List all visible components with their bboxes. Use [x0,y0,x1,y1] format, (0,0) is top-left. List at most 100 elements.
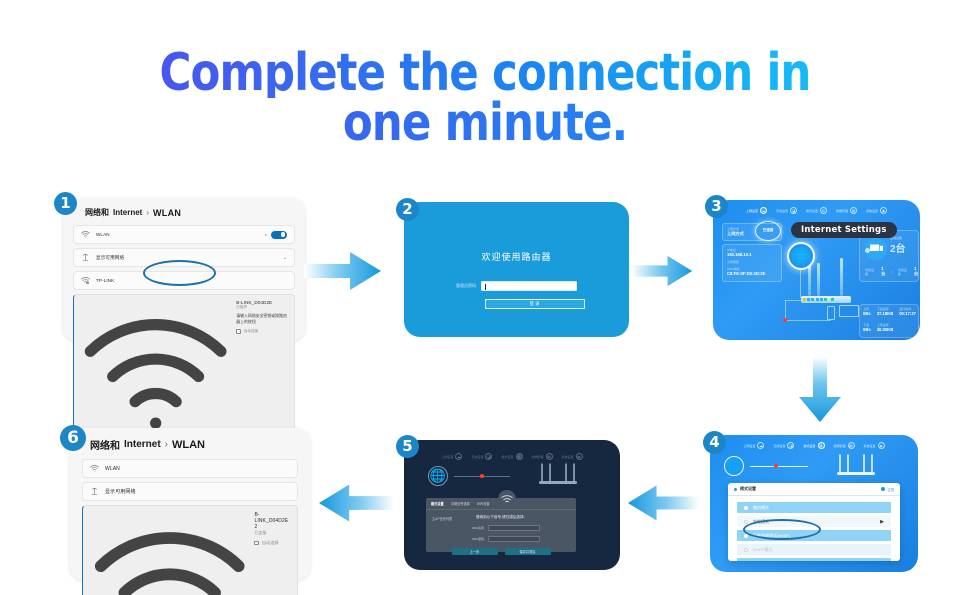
nav-item-mode-settings[interactable]: 模式设置 ⚙ [806,207,827,214]
nav-label: 系统设置 [866,208,879,213]
breadcrumb-prefix: 网络和 [90,441,120,452]
step-badge-2: 2 [396,198,419,221]
gear-icon: ⚙ [515,453,523,460]
nav-item-system-settings[interactable]: 系统设置 ◉ [864,442,885,449]
step-2-card: 欢迎使用路由器 管理员密码 登 录 2 [396,198,629,337]
cloud-icon: ☁ [757,442,765,449]
step-badge-4: 4 [703,431,726,454]
globe-icon[interactable]: 🌐 [787,242,815,270]
signal-icon: ◪ [789,207,797,214]
nav-item-system-settings[interactable]: 系统设置 ◉ [866,207,888,214]
security-key-prompt: 请输入网络安全密钥或按路由器上的按钮 [236,313,287,324]
tab-wifi-settings[interactable]: WiFi设置 [476,502,490,506]
nav-item-internet-settings[interactable]: 上网设置 ☁ [746,207,767,214]
radio-button[interactable] [744,519,748,524]
wlan-list-6: WLAN 显示可用网络 B-LINK_D04D2E 2 已连接 [70,459,310,595]
arrow-step3-to-step4 [799,357,841,422]
password-input[interactable] [481,281,577,291]
nav-item-wireless-settings[interactable]: 无线设置 ◪ [776,207,797,214]
network-list-icon [82,253,89,261]
radio-button[interactable] [744,505,748,510]
mode-option-ap[interactable]: AP接入点模式 [737,558,891,561]
devices-icon: ▤ [850,207,858,214]
step-3-card: 上网设置 ☁ 无线设置 ◪ 模式设置 ⚙ 终端管理 ▤ [705,195,920,340]
globe-to-router-line [800,268,801,298]
wlan-toggle-row[interactable]: WLAN × [73,225,295,244]
mode-settings-panel: 模式设置 正常 路由模式 中继模式 [728,483,900,561]
nav-item-wireless-settings[interactable]: 无线设置 ◪ [773,442,795,449]
traffic-stats-panel [859,304,919,338]
router-dashboard-3: 上网设置 ☁ 无线设置 ◪ 模式设置 ⚙ 终端管理 ▤ [713,200,920,340]
wlan-toggle-switch[interactable] [271,230,287,239]
alert-dot [480,474,484,478]
radio-button[interactable] [744,533,748,538]
nav-item-device-management[interactable]: 终端管理 ▤ [834,442,855,449]
stat-value: 00:17:27 [899,311,916,316]
nav-item-wireless-settings[interactable]: 无线设置 ◪ [471,453,493,460]
mode-option-repeater[interactable]: 中继模式 ▶ [737,516,891,527]
auto-connect-checkbox[interactable]: 自动连接 [236,329,287,334]
nav-item-device-management[interactable]: 终端管理 ▤ [532,453,553,460]
nav-item-internet-settings[interactable]: 上网设置 ☁ [441,453,463,460]
mode-options-list: 路由模式 中继模式 ▶ 万能中继模式(WISP) [728,496,900,561]
ip-title: IP地址 [727,248,736,252]
step-badge-5: 5 [396,435,419,458]
wifi-icon [84,319,227,429]
radio-button[interactable] [744,547,748,552]
field-label: WiFi密码 [472,537,484,541]
connected-network-row[interactable]: B-LINK_D04D2E 2 已连接 自动连接 [82,505,298,595]
link-line [750,466,808,467]
auto-connect-checkbox[interactable]: 自动连接 [254,540,289,546]
mode-option-dhcp[interactable]: DHCP模式 [737,544,891,555]
nav-item-internet-settings[interactable]: 上网设置 ☁ [743,442,765,449]
mode-label: 万能中继模式(WISP) [753,532,790,538]
wifi-password-input[interactable] [488,536,540,542]
arrow-step5-to-step6 [318,484,394,522]
panel-status: 正常 [887,487,894,492]
nav-item-device-management[interactable]: 终端管理 ▤ [836,207,858,214]
breadcrumb-internet[interactable]: Internet [113,208,143,217]
step-5-card: 上网设置 ☁ 无线设置 ◪ 模式设置 ⚙ 终端管理 ▤ [396,435,620,570]
tab-relay-signal[interactable]: 中继信号选择 [450,502,470,506]
device-breakdown: 有线设备 1台 | 无线设备 1台 [865,266,919,276]
breadcrumb-internet[interactable]: Internet [124,439,161,450]
mode-option-wisp[interactable]: 万能中继模式(WISP) [737,530,891,541]
tab-mode-settings[interactable]: 模式设置 [431,502,444,506]
modal-tabs: 模式设置 中继信号选择 WiFi设置 [426,498,576,510]
globe-icon: 🌐 [724,456,744,476]
nav-item-mode-settings[interactable]: 模式设置 ⚙ [501,453,523,460]
login-button[interactable]: 登 录 [484,299,585,309]
mode-option-router[interactable]: 路由模式 [737,502,891,513]
nav-item-mode-settings[interactable]: 模式设置 ⚙ [803,442,825,449]
nav-label: 模式设置 [501,454,514,459]
state-value: 已连接 [762,227,774,232]
signal-icon: ◪ [787,442,795,449]
show-available-networks-row[interactable]: 显示可用网络 [82,482,298,501]
previous-step-button[interactable]: 上一步 [451,548,498,555]
network-row-tplink[interactable]: TP-LINK [73,271,295,290]
settings-icon: ◉ [880,207,888,214]
scan-notice: 搜索到以下信号,请扫描后选择✓ [432,515,570,520]
checkbox-box[interactable] [236,329,241,334]
scan-notice-text: 搜索到以下信号,请扫描后选择 [475,515,524,519]
save-and-restart-button[interactable]: 保存并重启 [504,548,551,555]
nav-item-system-settings[interactable]: 系统设置 ◉ [562,453,583,460]
checkbox-box[interactable] [254,540,259,546]
wlan-row[interactable]: WLAN [82,459,298,478]
cloud-icon: ☁ [759,207,767,214]
stat-value: 0Bs [863,327,871,332]
breadcrumb-wlan: WLAN [153,207,182,218]
wifi-name-input[interactable] [488,525,540,531]
chevron-right-icon: ▶ [880,518,884,525]
nav-label: 无线设置 [471,454,484,459]
show-available-networks-row[interactable]: 显示可用网络 ⌄ [73,248,295,267]
field-wifi-password: WiFi密码 [432,536,570,542]
stat-label: 运行时间 [899,307,912,311]
password-form: 管理员密码 [456,281,577,291]
page-title: Complete the connection in one minute. [0,47,970,149]
mac-title: MAC地址 [727,267,740,271]
wlan-row-label: WLAN [96,232,110,237]
windows-wlan-panel-6: 网络和 Internet › WLAN WLAN 显示可用网络 [70,428,310,595]
modal-body: 主AP信号列表 搜索到以下信号,请扫描后选择✓ WiFi名称 WiFi密码 [426,510,576,560]
